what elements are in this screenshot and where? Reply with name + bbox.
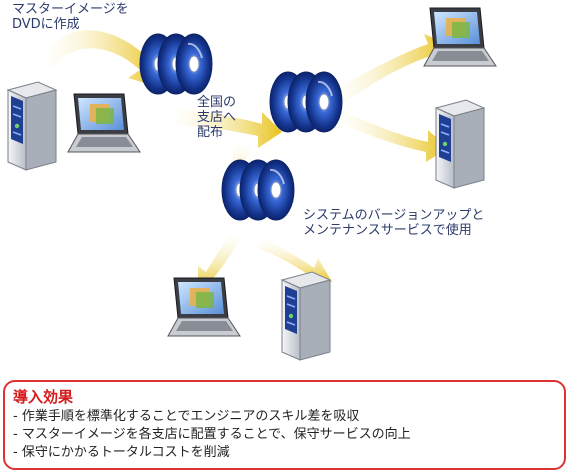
target-laptop-icon-top bbox=[423, 7, 497, 67]
target-server-icon-top bbox=[435, 99, 485, 189]
benefits-box: 導入効果 - 作業手順を標準化することでエンジニアのスキル差を吸収 - マスター… bbox=[3, 380, 566, 470]
benefits-list: - 作業手順を標準化することでエンジニアのスキル差を吸収 - マスターイメージを… bbox=[13, 408, 411, 462]
arrow-to-top-laptop bbox=[330, 34, 448, 106]
arrow-to-top-server bbox=[332, 108, 448, 162]
dvd-icon-branch bbox=[221, 159, 295, 221]
arrow-to-dvd bbox=[40, 30, 162, 89]
distribute-line-1: 全国の bbox=[197, 95, 237, 110]
master-to-dvd-line-2: DVDに作成 bbox=[12, 17, 80, 32]
benefit-item: - 作業手順を標準化することでエンジニアのスキル差を吸収 bbox=[13, 409, 360, 424]
source-laptop-icon bbox=[67, 93, 141, 153]
dvd-icon-source bbox=[139, 33, 213, 95]
target-laptop-icon-bottom bbox=[167, 277, 241, 337]
usage-line-2: メンテナンスサービスで使用 bbox=[303, 223, 472, 238]
benefits-title: 導入効果 bbox=[13, 388, 74, 406]
distribute-line-2: 支店へ bbox=[197, 110, 237, 125]
source-server-icon bbox=[7, 81, 57, 171]
usage-label: システムのバージョンアップと メンテナンスサービスで使用 bbox=[303, 208, 484, 238]
master-to-dvd-line-1: マスターイメージを bbox=[12, 2, 129, 17]
dvd-icon-hub bbox=[269, 71, 343, 133]
distribute-line-3: 配布 bbox=[197, 125, 224, 140]
arrow-to-branches bbox=[168, 108, 282, 148]
benefit-item: - 保守にかかるトータルコストを削減 bbox=[13, 445, 230, 460]
distribute-label: 全国の 支店へ 配布 bbox=[197, 95, 236, 140]
master-to-dvd-label: マスターイメージを DVDに作成 bbox=[12, 2, 129, 32]
target-server-icon-bottom bbox=[281, 271, 331, 361]
arrow-to-bottom-laptop bbox=[198, 232, 240, 292]
usage-line-1: システムのバージョンアップと bbox=[303, 208, 485, 223]
benefit-item: - マスターイメージを各支店に配置することで、保守サービスの向上 bbox=[13, 427, 411, 442]
